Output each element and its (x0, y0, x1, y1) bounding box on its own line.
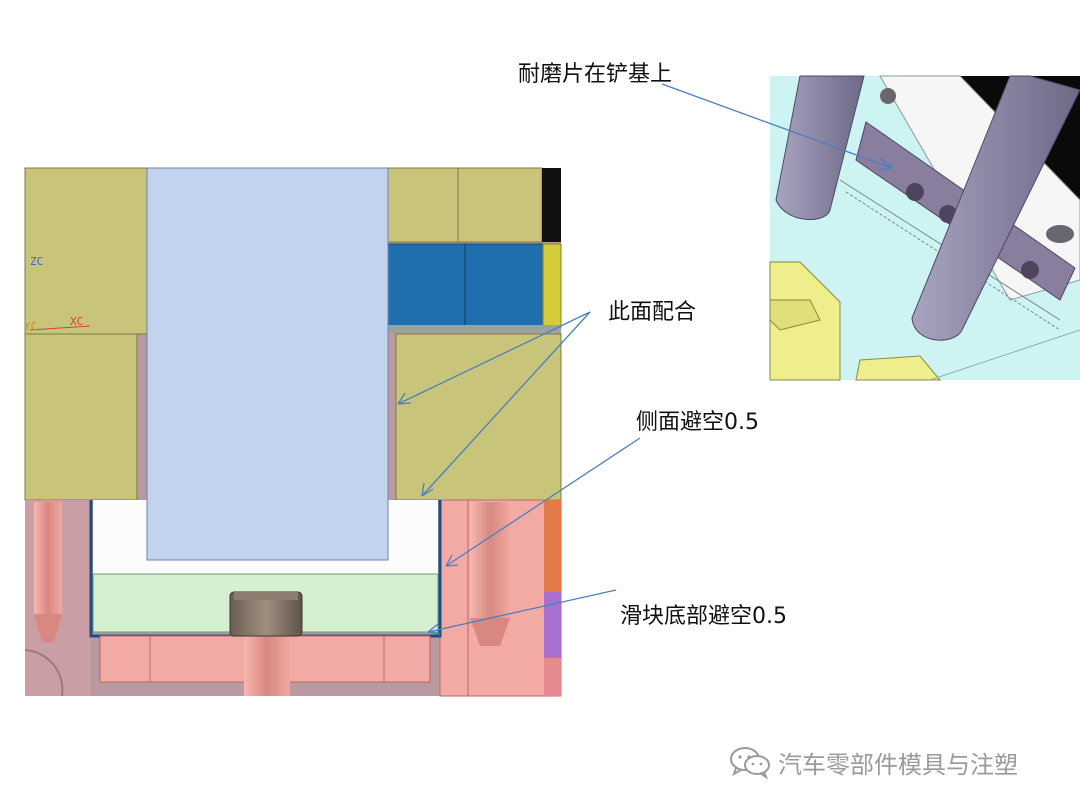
watermark: 汽车零部件模具与注塑 (728, 744, 1018, 780)
wechat-icon (730, 747, 770, 780)
section-view (24, 167, 562, 697)
inset-hole-right (1046, 225, 1074, 243)
left-screw-body (34, 502, 62, 614)
upper-right-olive-block (387, 167, 459, 243)
lower-left-olive-block (24, 333, 138, 501)
arrow-wear-plate (661, 83, 893, 169)
black-strip (542, 168, 561, 242)
arrow-bottom-clearance (427, 589, 617, 633)
right-screw-body (470, 502, 510, 618)
inset-3d-view (769, 75, 1080, 381)
inset-pin-2 (911, 75, 1080, 341)
cad-axis-zc: ZC (30, 255, 44, 268)
right-purple-strip (544, 592, 561, 658)
right-pink-strip (544, 658, 561, 696)
right-orange-strip (544, 500, 561, 592)
inset-hole-3 (1021, 261, 1039, 279)
bottom-screw-shank (244, 632, 290, 696)
screw-cap-top (234, 592, 298, 600)
label-side-clearance: 侧面避空0.5 (636, 410, 759, 435)
right-screw-tip (470, 618, 510, 646)
arrow-side-clearance (445, 437, 641, 567)
inset-hole-top (880, 88, 896, 104)
upper-left-olive-block (24, 167, 148, 335)
yellow-strip (542, 243, 562, 329)
label-bottom-clearance: 滑块底部避空0.5 (620, 604, 787, 629)
cad-axis-yc: YC (24, 320, 38, 333)
inset-pin-1 (775, 75, 865, 220)
inset-hole-1 (906, 183, 924, 201)
label-wear-plate: 耐磨片在铲基上 (518, 62, 673, 87)
label-fit-surface: 此面配合 (608, 300, 697, 325)
arrow-fit-1 (397, 311, 591, 405)
thin-grey-band (388, 325, 561, 333)
watermark-text: 汽车零部件模具与注塑 (778, 750, 1018, 779)
lower-right-olive-block (395, 333, 562, 501)
arrow-fit-2 (421, 311, 591, 497)
cad-axis-xc: XC (70, 315, 84, 328)
slider-block (146, 167, 389, 561)
callout-arrows (397, 83, 893, 635)
bottom-left-arc (24, 649, 64, 697)
left-screw-tip (34, 614, 62, 642)
inset-yellow-block-2 (769, 299, 821, 331)
upper-right-olive-block-2 (457, 167, 543, 243)
inset-yellow-block-3 (855, 355, 942, 381)
